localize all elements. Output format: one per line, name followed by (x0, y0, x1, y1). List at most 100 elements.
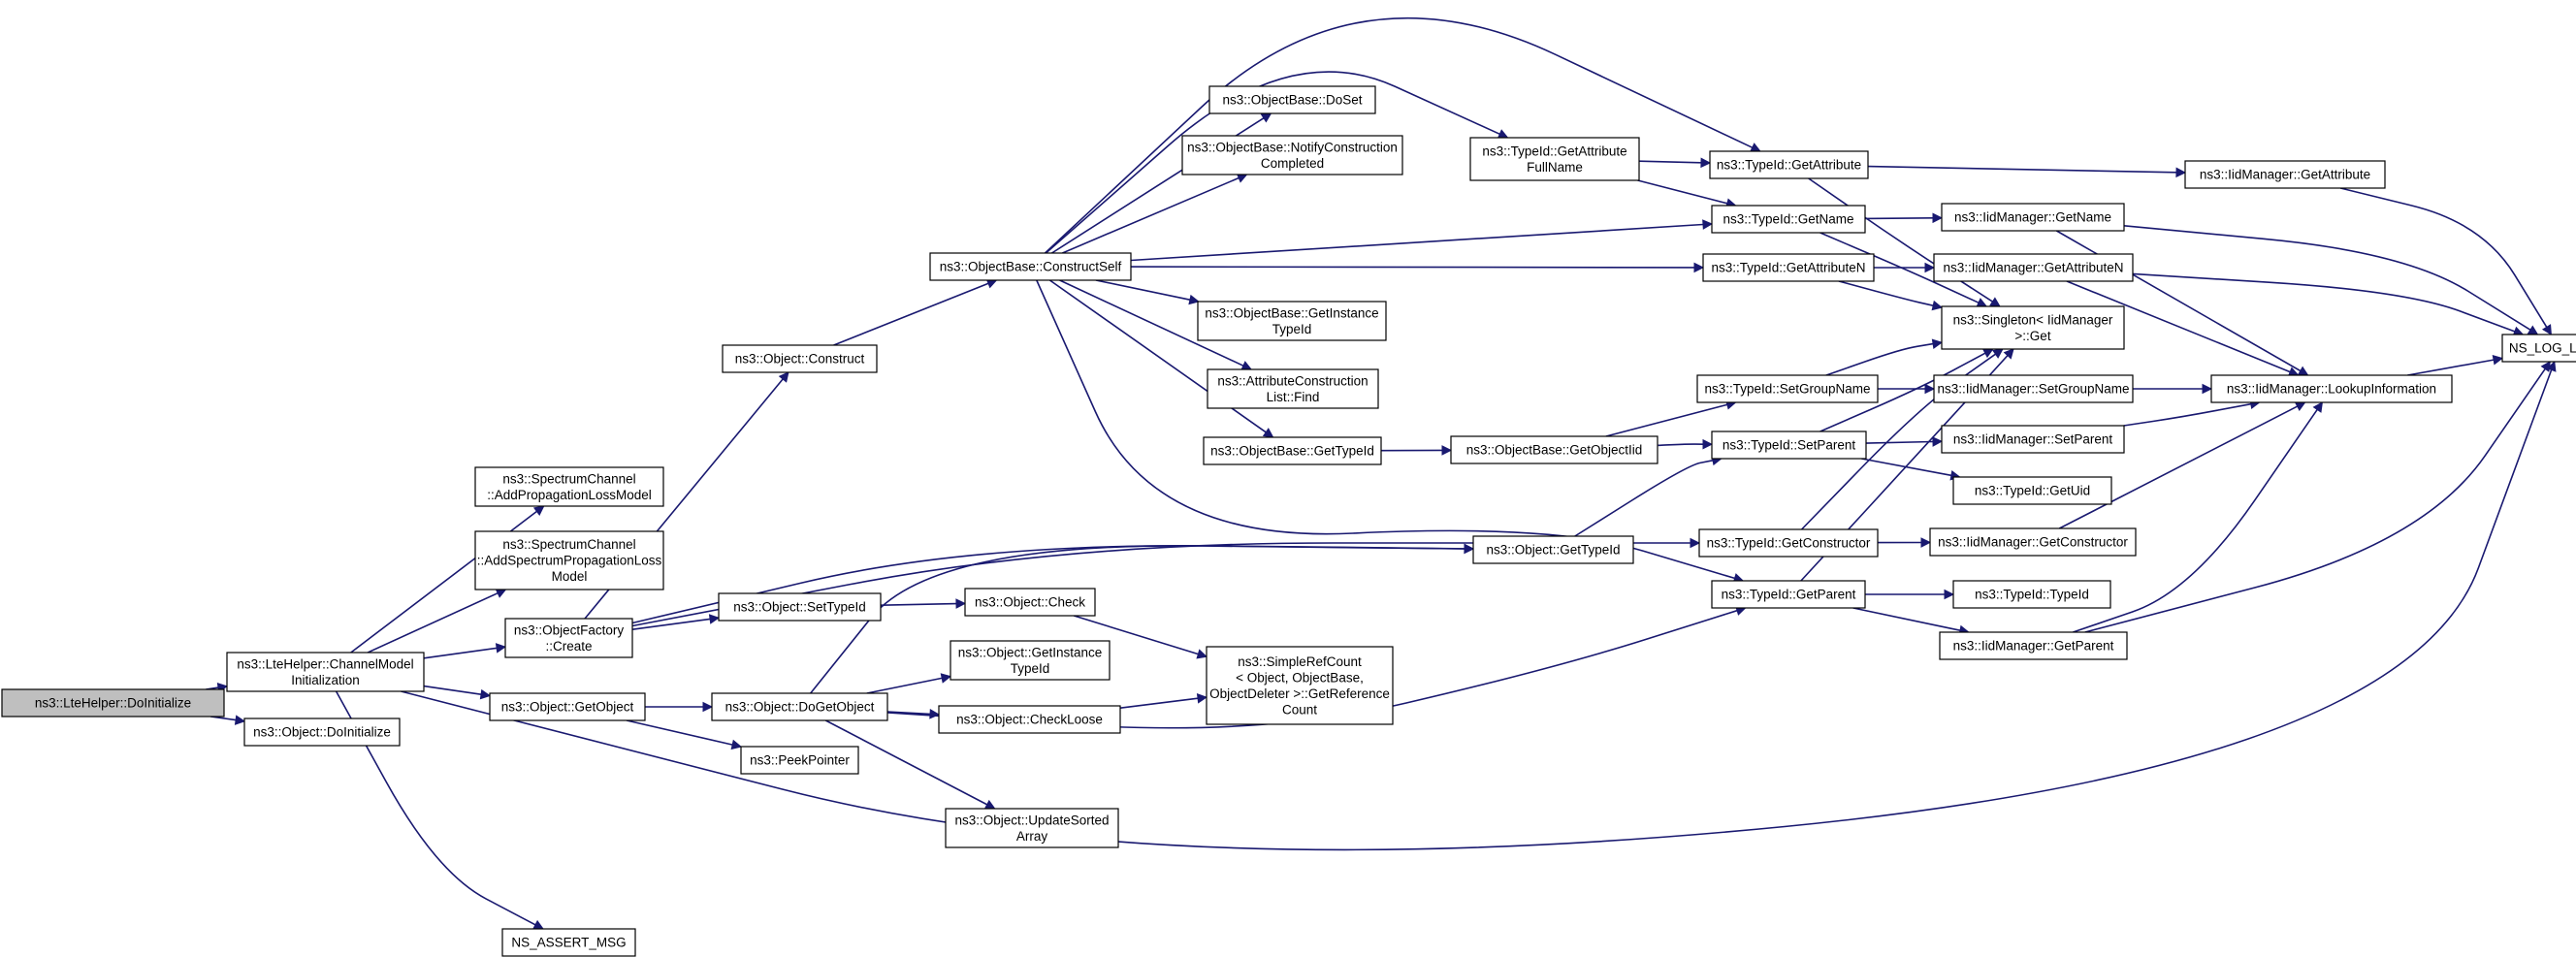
function-node-ogt[interactable]: ns3::Object::GetTypeId (1472, 535, 1634, 564)
function-node-imgan[interactable]: ns3::IidManager::GetAttributeN (1933, 253, 2134, 282)
call-edge-line (1657, 443, 1704, 447)
call-edge-imgn-to-imli (2056, 230, 2309, 376)
call-edge-line (1036, 279, 1735, 580)
function-node-label: List::Find (1267, 390, 1320, 404)
function-node-ogo[interactable]: ns3::Object::GetObject (489, 692, 646, 721)
call-edge-tsp-to-imsp (1865, 436, 1944, 447)
function-node-tgan[interactable]: ns3::TypeId::GetAttributeN (1702, 253, 1875, 282)
function-node-label: ns3::IidManager::GetName (1954, 210, 2111, 225)
call-edge-tgp-to-imgp (1852, 607, 1970, 636)
call-edge-line (886, 711, 931, 716)
function-node-oc[interactable]: ns3::Object::Construct (722, 344, 878, 373)
function-node-label: ns3::TypeId::GetName (1723, 212, 1853, 227)
function-node-imsp[interactable]: ns3::IidManager::SetParent (1941, 425, 2125, 454)
function-node-root[interactable]: ns3::LteHelper::DoInitialize (1, 688, 225, 718)
function-node-tsp[interactable]: ns3::TypeId::SetParent (1711, 431, 1867, 460)
call-edge-line (631, 618, 711, 630)
function-node-tgc[interactable]: ns3::TypeId::GetConstructor (1698, 528, 1879, 558)
function-node-odgo[interactable]: ns3::Object::DoGetObject (711, 692, 888, 721)
function-node-box (1933, 253, 2134, 282)
call-edge-line (1130, 223, 1704, 262)
arrowhead (2175, 167, 2187, 178)
call-edge-ogo-to-odgo (645, 701, 714, 713)
function-node-label: Completed (1261, 156, 1324, 171)
function-nodes: ns3::LteHelper::DoInitializens3::LteHelp… (1, 85, 2576, 957)
function-node-obncc[interactable]: ns3::ObjectBase::NotifyConstructionCompl… (1181, 135, 1403, 175)
function-node-scaplm[interactable]: ns3::SpectrumChannel::AddPropagationLoss… (474, 466, 664, 507)
function-node-ocl[interactable]: ns3::Object::CheckLoose (938, 705, 1121, 734)
function-node-tgu[interactable]: ns3::TypeId::GetUid (1952, 476, 2112, 505)
call-edge-imsp-to-imli (2123, 399, 2261, 427)
arrowhead (1497, 129, 1509, 139)
call-edge-imgp-to-nll (2084, 361, 2551, 633)
arrowhead (495, 589, 507, 598)
arrowhead (1196, 692, 1208, 704)
function-node-imgp[interactable]: ns3::IidManager::GetParent (1939, 631, 2128, 660)
function-node-box (1197, 301, 1387, 341)
call-edge-line (2339, 187, 2548, 328)
function-node-label: < Object, ObjectBase, (1236, 670, 1364, 685)
function-node-label: ns3::ObjectBase::GetTypeId (1210, 444, 1374, 459)
function-node-odi[interactable]: ns3::Object::DoInitialize (243, 718, 401, 747)
function-node-label: ns3::IidManager::LookupInformation (2227, 382, 2436, 397)
call-edge-tga-to-imga (1867, 165, 2187, 178)
call-edge-line (1062, 176, 1240, 254)
function-node-obds[interactable]: ns3::ObjectBase::DoSet (1208, 85, 1376, 114)
function-node-label: ns3::Object::GetTypeId (1486, 543, 1620, 558)
function-node-label: TypeId (1011, 661, 1050, 676)
arrowhead (1690, 537, 1701, 549)
call-edge-line (423, 685, 482, 695)
function-node-ofc[interactable]: ns3::ObjectFactory::Create (504, 618, 633, 658)
call-edge-line (1867, 165, 2177, 174)
function-node-cmi[interactable]: ns3::LteHelper::ChannelModelInitializati… (226, 652, 425, 692)
call-edge-line (401, 369, 2553, 851)
call-edge-line (1574, 460, 1714, 537)
function-node-box (945, 808, 1119, 848)
call-edge-line (1637, 179, 1728, 205)
function-node-box (1472, 535, 1634, 564)
function-node-tgp[interactable]: ns3::TypeId::GetParent (1711, 580, 1866, 609)
function-node-scasplm[interactable]: ns3::SpectrumChannel::AddSpectrumPropaga… (474, 530, 664, 590)
function-node-box (243, 718, 401, 747)
function-node-nam[interactable]: NS_ASSERT_MSG (501, 928, 636, 957)
call-edge-line (2056, 230, 2302, 372)
function-node-box (722, 344, 878, 373)
function-node-imli[interactable]: ns3::IidManager::LookupInformation (2210, 374, 2453, 403)
function-node-box (1, 688, 225, 718)
function-node-pp[interactable]: ns3::PeekPointer (740, 746, 859, 775)
function-node-ost[interactable]: ns3::Object::SetTypeId (718, 592, 882, 622)
function-node-box (1711, 431, 1867, 460)
function-node-imga[interactable]: ns3::IidManager::GetAttribute (2184, 160, 2386, 189)
arrowhead (1693, 262, 1705, 273)
function-node-sig[interactable]: ns3::Singleton< IidManager >::Get (1941, 305, 2125, 350)
function-node-ochk[interactable]: ns3::Object::Check (964, 588, 1096, 617)
function-node-label: ns3::SpectrumChannel (502, 537, 635, 552)
function-node-obgo[interactable]: ns3::ObjectBase::GetObjectIid (1450, 435, 1658, 464)
function-node-tti[interactable]: ns3::TypeId::TypeId (1952, 580, 2111, 609)
function-node-obgt[interactable]: ns3::ObjectBase::GetTypeId (1203, 436, 1382, 465)
function-node-obcs[interactable]: ns3::ObjectBase::ConstructSelf (929, 252, 1132, 281)
function-node-nll[interactable]: NS_LOG_LOGIC (2501, 334, 2576, 363)
function-node-label: ns3::ObjectFactory (514, 622, 625, 637)
function-node-imgc[interactable]: ns3::IidManager::GetConstructor (1929, 527, 2137, 557)
function-node-tga[interactable]: ns3::TypeId::GetAttribute (1709, 150, 1869, 179)
arrowhead (2492, 354, 2504, 366)
function-node-label: ns3::TypeId::GetUid (1975, 484, 2090, 498)
function-node-tgn[interactable]: ns3::TypeId::GetName (1711, 205, 1866, 234)
function-node-imsgn[interactable]: ns3::IidManager::SetGroupName (1933, 374, 2134, 403)
arrowhead (1992, 348, 2004, 359)
call-edge-tgan-to-sig (1838, 280, 1944, 311)
function-node-src[interactable]: ns3::SimpleRefCount< Object, ObjectBase,… (1206, 646, 1394, 725)
function-node-label: ns3::IidManager::GetParent (1953, 639, 2114, 654)
call-edge-line (626, 719, 733, 746)
function-node-imgn[interactable]: ns3::IidManager::GetName (1941, 203, 2125, 232)
function-node-tsgn[interactable]: ns3::TypeId::SetGroupName (1696, 374, 1879, 403)
arrowhead (1236, 173, 1248, 183)
function-node-label: ns3::TypeId::SetGroupName (1704, 382, 1870, 397)
